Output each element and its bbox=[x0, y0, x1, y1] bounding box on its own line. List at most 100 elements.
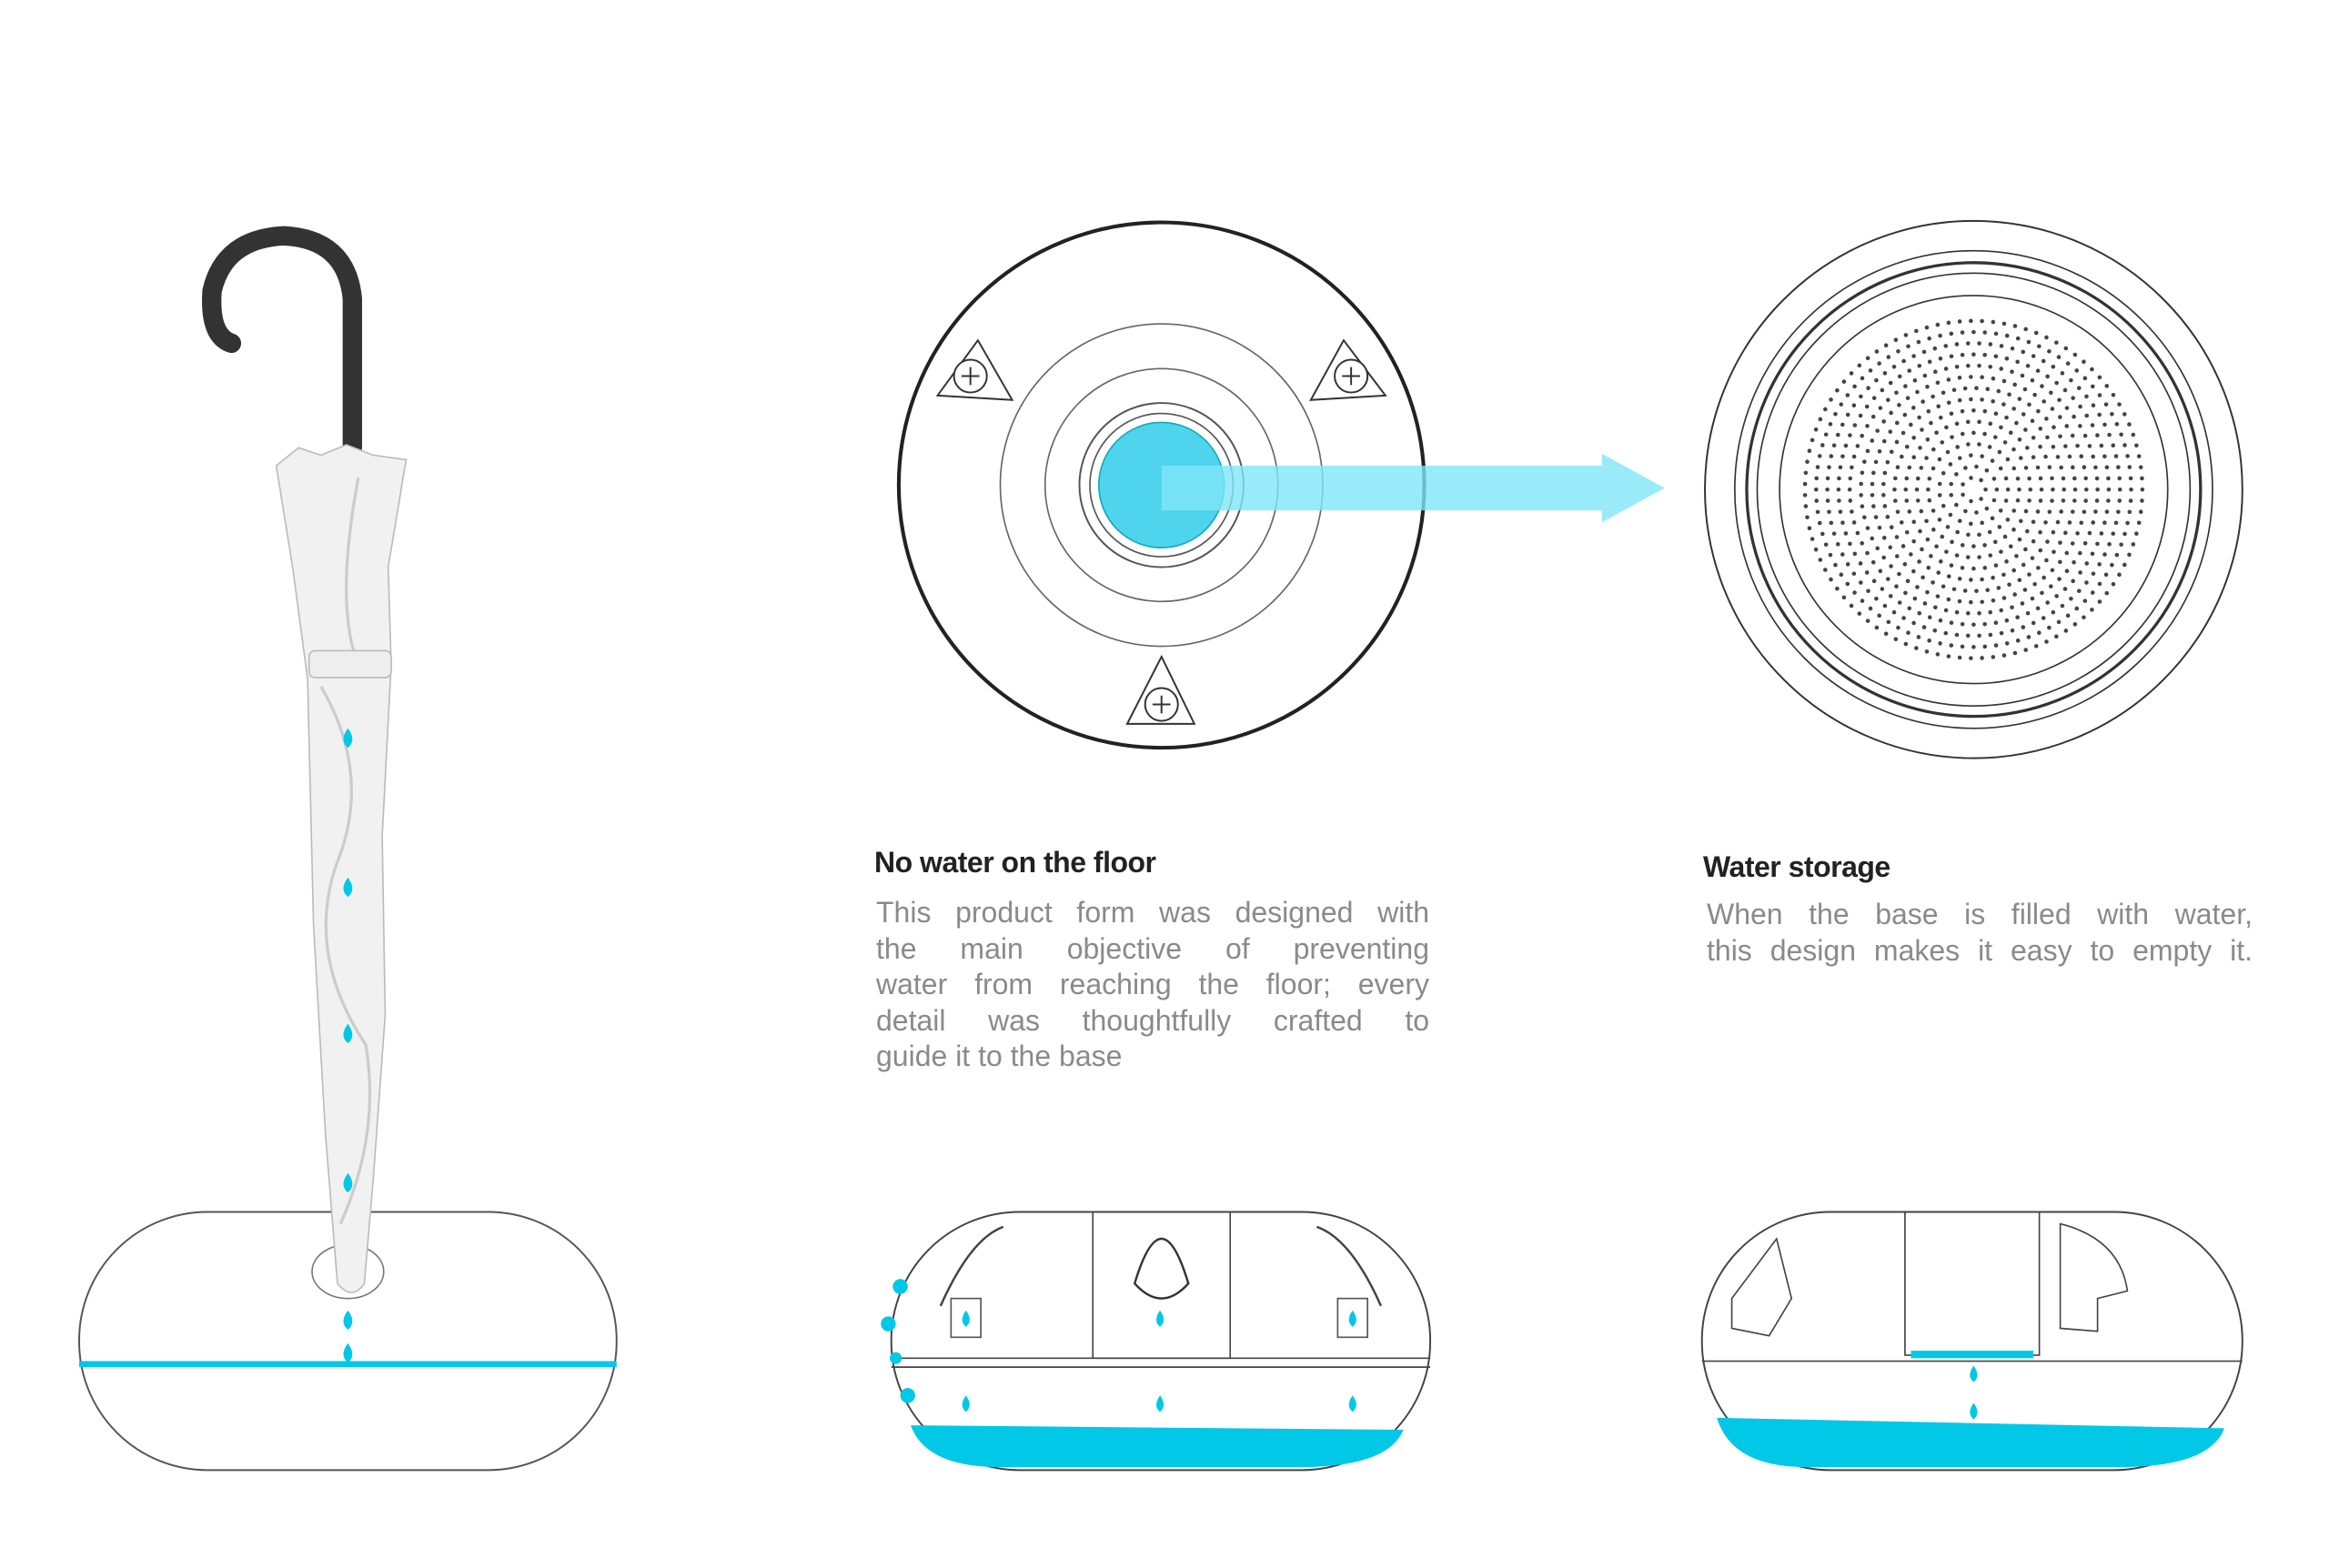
filter-hole bbox=[1962, 588, 1968, 593]
filter-hole bbox=[1931, 580, 1935, 585]
filter-hole bbox=[2102, 454, 2107, 459]
filter-hole bbox=[2023, 427, 2028, 432]
filter-hole bbox=[1957, 577, 1962, 581]
filter-hole bbox=[2021, 412, 2026, 417]
filter-hole bbox=[2134, 531, 2139, 537]
filter-hole bbox=[1840, 520, 1845, 525]
filter-hole bbox=[2035, 368, 2041, 373]
filter-hole bbox=[2075, 531, 2080, 536]
filter-hole bbox=[1911, 568, 1916, 574]
filter-hole bbox=[1840, 552, 1845, 557]
filter-hole bbox=[2072, 487, 2078, 492]
filter-hole bbox=[1963, 508, 1968, 514]
filter-hole bbox=[1987, 445, 1992, 449]
filter-hole bbox=[2011, 508, 2017, 513]
filter-hole bbox=[2063, 444, 2068, 448]
filter-hole bbox=[2090, 423, 2095, 427]
filter-hole bbox=[2082, 598, 2088, 603]
filter-hole bbox=[2051, 487, 2055, 492]
filter-hole bbox=[2031, 620, 2036, 626]
filter-hole bbox=[1955, 445, 1960, 449]
filter-hole bbox=[1838, 509, 1843, 514]
section-title-no-water: No water on the floor bbox=[874, 846, 1156, 879]
filter-hole bbox=[1912, 596, 1918, 601]
filter-hole bbox=[1924, 649, 1930, 654]
filter-hole bbox=[2007, 582, 2011, 588]
filter-hole bbox=[2065, 361, 2071, 366]
filter-hole bbox=[2084, 561, 2090, 566]
filter-hole bbox=[2007, 392, 2011, 397]
filter-hole bbox=[1893, 498, 1898, 503]
filter-hole bbox=[1921, 349, 1927, 355]
filter-hole bbox=[1988, 632, 1993, 638]
filter-hole bbox=[2008, 430, 2013, 436]
filter-hole bbox=[2104, 590, 2110, 596]
filter-hole bbox=[2099, 443, 2104, 448]
filter-hole bbox=[1977, 341, 1981, 346]
filter-hole bbox=[1929, 420, 1933, 426]
filter-hole bbox=[2044, 417, 2049, 421]
filter-hole bbox=[2025, 610, 2031, 616]
filter-hole bbox=[1991, 575, 1995, 580]
filter-hole bbox=[1948, 462, 1953, 467]
filter-hole bbox=[2058, 540, 2062, 545]
filter-hole bbox=[1919, 508, 1924, 514]
filter-hole bbox=[1999, 425, 2003, 430]
filter-hole bbox=[1904, 444, 1910, 449]
filter-hole bbox=[1933, 605, 1938, 610]
filter-hole bbox=[1897, 571, 1901, 577]
filter-hole bbox=[1921, 399, 1925, 404]
filter-hole bbox=[1985, 387, 1991, 392]
filter-hole bbox=[1896, 625, 1901, 630]
filter-hole bbox=[2057, 397, 2062, 403]
filter-hole bbox=[2113, 454, 2119, 458]
filter-hole bbox=[2044, 558, 2049, 563]
filter-hole bbox=[2071, 396, 2075, 400]
filter-hole bbox=[1881, 536, 1887, 540]
filter-hole bbox=[1991, 319, 1996, 325]
filter-hole bbox=[2087, 444, 2092, 448]
filter-hole bbox=[2072, 352, 2078, 357]
section-description-water-storage: When the base is filled with water, this… bbox=[1707, 897, 2253, 969]
filter-hole bbox=[1881, 438, 1887, 444]
filter-hole bbox=[1868, 606, 1873, 611]
filter-hole bbox=[1924, 325, 1930, 330]
filter-hole bbox=[1965, 555, 1971, 559]
filter-hole bbox=[2022, 387, 2028, 392]
filter-hole bbox=[2020, 601, 2025, 606]
filter-hole bbox=[2018, 456, 2023, 460]
filter-hole bbox=[1866, 588, 1870, 594]
filter-hole bbox=[2035, 509, 2041, 514]
filter-hole bbox=[1885, 459, 1890, 465]
filter-hole bbox=[1927, 498, 1932, 503]
filter-hole bbox=[2021, 625, 2026, 629]
filter-hole bbox=[1926, 408, 1931, 414]
screw-mounts bbox=[935, 338, 1387, 725]
filter-hole bbox=[1829, 454, 1834, 458]
filter-hole bbox=[1897, 600, 1902, 605]
filter-hole bbox=[1938, 641, 1942, 646]
filter-hole bbox=[2015, 638, 2021, 643]
filter-hole bbox=[1996, 586, 2001, 590]
filter-hole bbox=[2090, 608, 2094, 612]
filter-hole bbox=[1960, 431, 1965, 437]
filter-hole bbox=[1971, 352, 1976, 357]
filter-hole bbox=[2061, 498, 2066, 503]
filter-hole bbox=[1982, 431, 1987, 437]
umbrella-handle bbox=[202, 226, 362, 457]
filter-hole bbox=[2039, 487, 2044, 492]
filter-hole bbox=[2038, 444, 2042, 449]
filter-hole bbox=[1950, 435, 1954, 439]
filter-hole bbox=[2110, 411, 2114, 417]
filter-hole bbox=[1931, 528, 1936, 532]
filter-hole bbox=[1969, 318, 1973, 324]
filter-hole bbox=[2117, 487, 2122, 492]
filter-hole bbox=[1873, 459, 1879, 465]
filter-hole bbox=[1817, 454, 1822, 458]
filter-hole bbox=[1829, 397, 1833, 402]
filter-hole bbox=[1980, 454, 1984, 458]
filter-hole bbox=[1979, 477, 1983, 483]
filter-hole bbox=[1848, 476, 1853, 481]
filter-hole bbox=[2082, 465, 2087, 469]
filter-hole bbox=[1957, 598, 1962, 604]
